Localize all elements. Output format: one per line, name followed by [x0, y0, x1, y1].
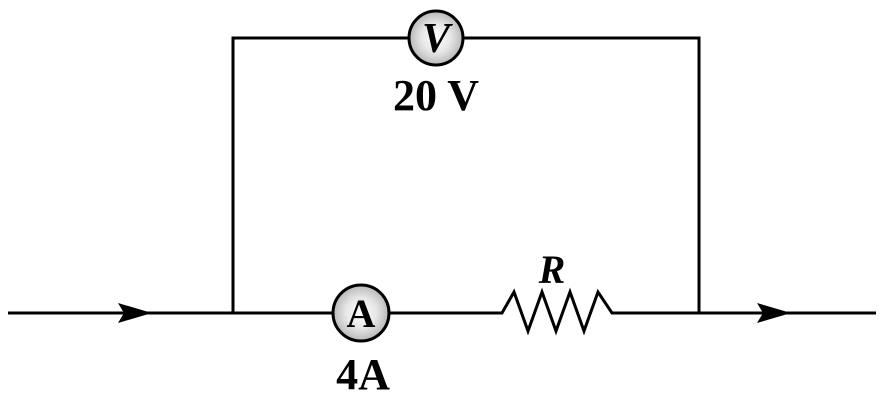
ammeter: A [331, 283, 391, 343]
resistor-symbol [490, 287, 616, 336]
voltmeter-symbol: V [422, 16, 453, 62]
current-arrow-input [118, 303, 152, 323]
ammeter-body [331, 283, 391, 343]
voltmeter-body [407, 9, 465, 67]
ammeter-reading: 4A [336, 350, 390, 399]
voltmeter-reading: 20 V [393, 71, 479, 120]
voltmeter-branch-left [231, 36, 409, 313]
current-arrow-output [757, 303, 791, 323]
resistor-label: R [538, 247, 566, 292]
voltmeter-branch-right [463, 36, 701, 313]
voltmeter: V [407, 9, 465, 67]
ammeter-symbol: A [347, 291, 376, 336]
